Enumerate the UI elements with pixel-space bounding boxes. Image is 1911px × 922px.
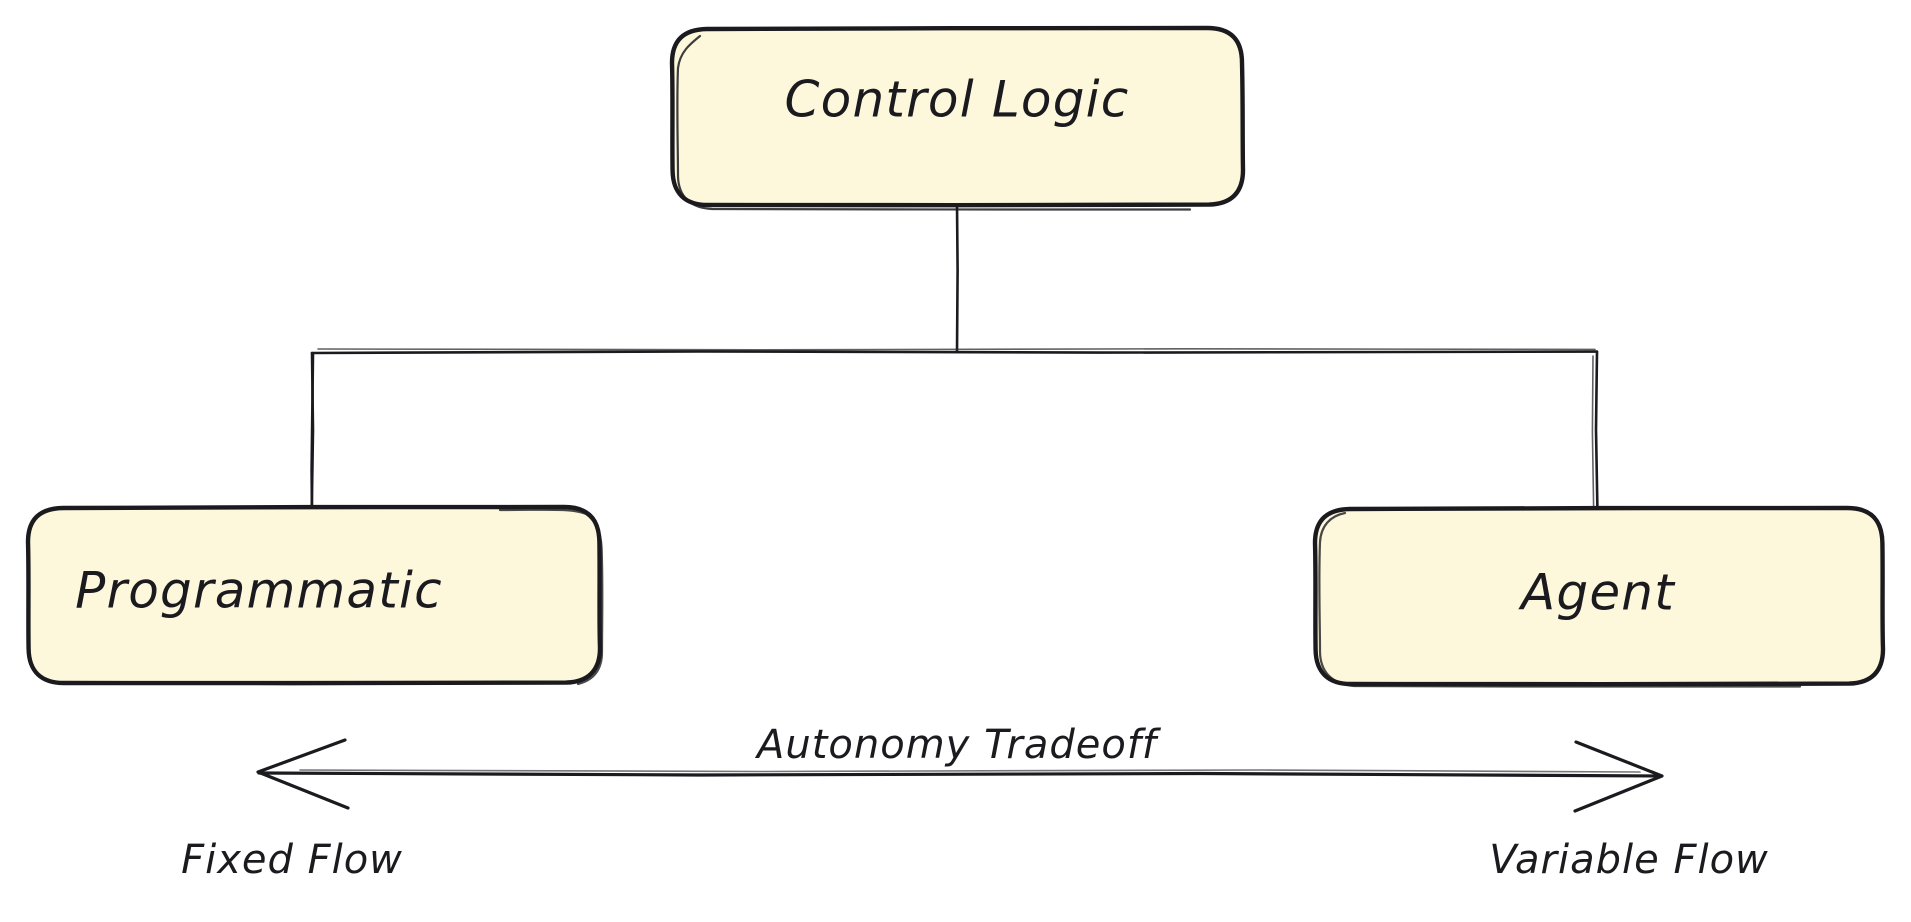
node-agent-fill (1315, 508, 1883, 684)
node-control-logic-fill (672, 28, 1243, 205)
node-control-logic-label: Control Logic (785, 71, 1130, 129)
node-programmatic-fill (28, 507, 600, 683)
axis-arrowhead-right (1573, 740, 1664, 813)
node-agent-outline (1312, 505, 1886, 687)
axis-shaft-ghost (299, 769, 1641, 773)
node-control-logic-outline (669, 25, 1246, 208)
connector-drop-right (1594, 350, 1599, 510)
connector-bar (310, 350, 1599, 355)
connector-bar-ghost (317, 347, 1596, 351)
connector-stem (955, 202, 959, 354)
node-agent-label: Agent (1518, 564, 1676, 622)
node-control-logic[interactable]: Control Logic (669, 25, 1246, 211)
axis-shaft (257, 771, 1663, 778)
node-agent-outline-echo (1318, 511, 1802, 688)
axis-left-end-label: Fixed Flow (181, 837, 403, 883)
node-programmatic-outline-echo (498, 508, 604, 686)
node-control-logic-outline-echo (676, 34, 1192, 211)
node-agent[interactable]: Agent (1312, 505, 1886, 688)
node-programmatic[interactable]: Programmatic (25, 504, 604, 686)
connector-drop-right-ghost (1591, 355, 1595, 507)
connector-drop-left-main (310, 351, 315, 509)
axis-arrowhead-left (256, 738, 350, 810)
axis-center-label: Autonomy Tradeoff (754, 722, 1162, 768)
node-programmatic-outline (25, 504, 603, 686)
node-programmatic-label: Programmatic (75, 562, 443, 620)
axis-right-end-label: Variable Flow (1489, 837, 1769, 883)
autonomy-axis: Autonomy Tradeoff Fixed Flow Variable Fl… (181, 722, 1769, 883)
connector-group (310, 202, 1599, 562)
